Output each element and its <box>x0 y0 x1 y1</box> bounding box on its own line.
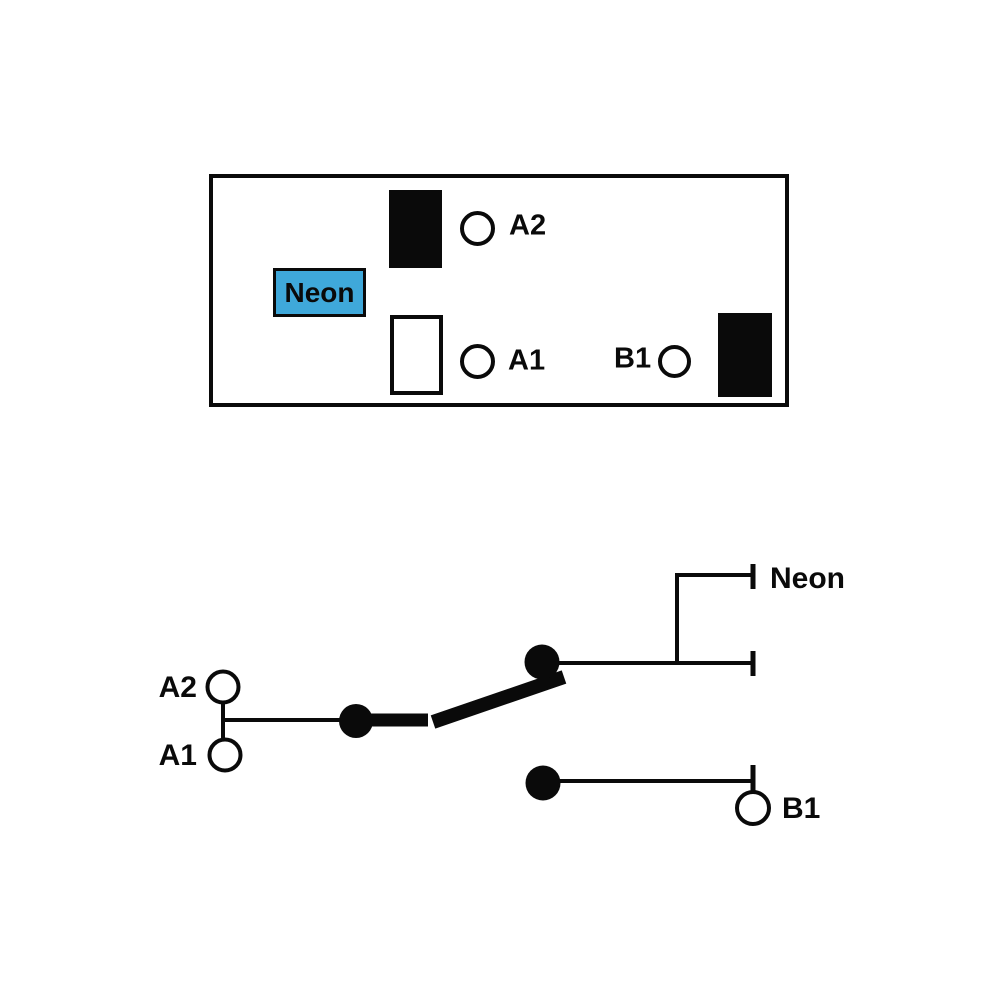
terminal-hole-a2 <box>460 211 495 246</box>
b1-terminal-circle <box>735 790 771 826</box>
neon-indicator-box: Neon <box>273 268 366 317</box>
terminal-hole-b1 <box>658 345 691 378</box>
switch-lever <box>430 670 567 729</box>
schematic-neon-label: Neon <box>770 562 845 595</box>
neon-indicator-label: Neon <box>284 276 355 308</box>
panel-label-b1: B1 <box>614 342 652 375</box>
panel-label-a1: A1 <box>508 344 546 377</box>
a1-terminal-circle <box>207 737 243 773</box>
panel-label-a2: A2 <box>509 209 547 242</box>
terminal-hole-a1 <box>460 344 495 379</box>
a2-terminal-circle <box>205 669 241 705</box>
switch-contact-dot-upper <box>524 644 560 680</box>
schematic-b1-label: B1 <box>782 792 820 825</box>
filled-terminal-block-b1 <box>718 313 772 397</box>
filled-terminal-block-a2 <box>389 190 442 268</box>
schematic-a1-label: A1 <box>159 739 197 772</box>
schematic-a2-label: A2 <box>159 671 197 704</box>
open-terminal-block-a1 <box>390 315 443 395</box>
